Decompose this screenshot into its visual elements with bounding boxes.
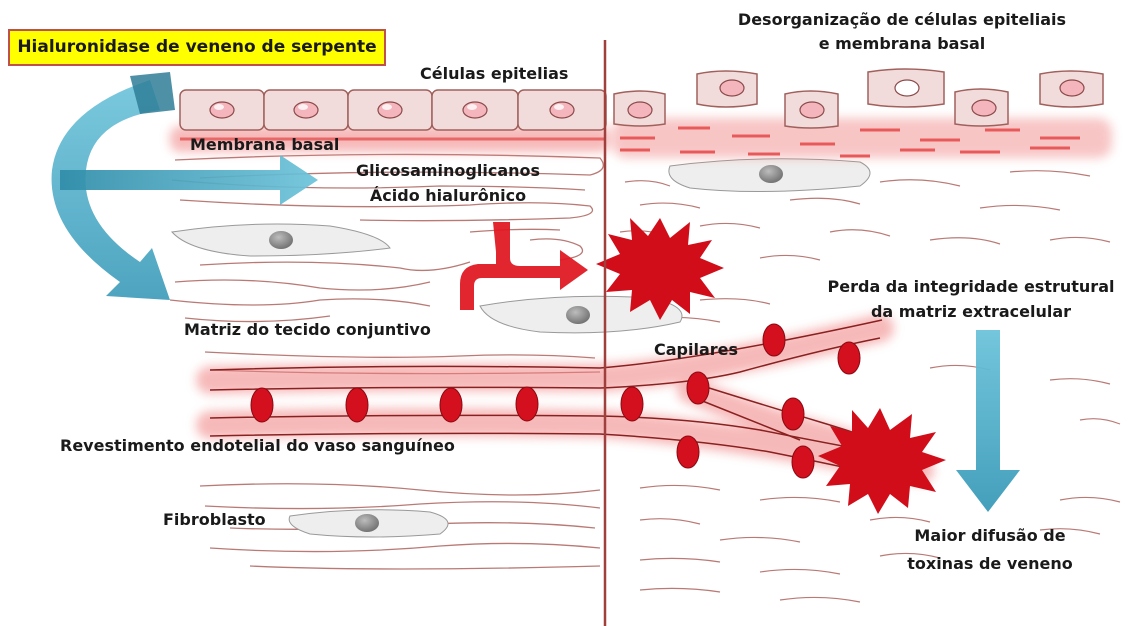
label-fibroblast: Fibroblasto xyxy=(163,510,266,530)
label-disorganization-line2: e membrana basal xyxy=(702,34,1102,54)
label-gag-line2: Ácido hialurônico xyxy=(338,186,558,206)
label-basal-membrane: Membrana basal xyxy=(190,135,339,155)
label-diffusion-line2: toxinas de veneno xyxy=(900,554,1080,574)
epithelial-cells-left xyxy=(180,90,606,130)
label-diffusion-line1: Maior difusão de xyxy=(900,526,1080,546)
label-matrix: Matriz do tecido conjuntivo xyxy=(184,320,431,340)
title-box: Hialuronidase de veneno de serpente xyxy=(8,29,386,66)
label-capillaries: Capilares xyxy=(654,340,738,360)
label-disorganization-line1: Desorganização de células epiteliais xyxy=(702,10,1102,30)
blue-down-arrow xyxy=(956,330,1020,512)
label-loss-line2: da matriz extracelular xyxy=(818,302,1124,322)
damage-burst-lower xyxy=(818,408,946,514)
matrix-fibers-left xyxy=(170,154,603,569)
label-epithelial-cells: Células epitelias xyxy=(420,64,568,84)
label-gag-line1: Glicosaminoglicanos xyxy=(338,161,558,181)
label-loss-line1: Perda da integridade estrutural xyxy=(818,277,1124,297)
label-endothelium: Revestimento endotelial do vaso sanguíne… xyxy=(60,436,455,456)
